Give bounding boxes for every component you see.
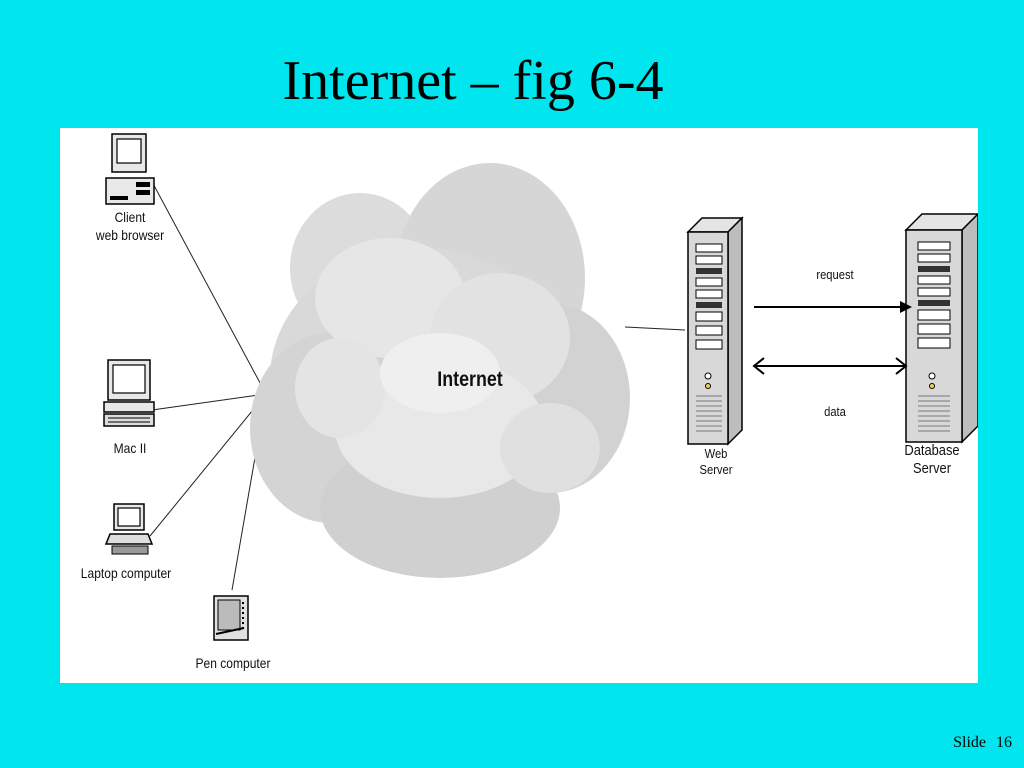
client-label: Client web browser bbox=[87, 208, 173, 244]
web-server-label-line1: Web bbox=[704, 446, 728, 461]
database-server-label: Database Server bbox=[894, 442, 970, 478]
client-label-line1: Client bbox=[114, 209, 146, 225]
data-arrow bbox=[752, 357, 908, 375]
slide-footer-label: Slide bbox=[953, 734, 986, 751]
line-client bbox=[149, 177, 267, 395]
diagram-panel: Internet Client web browser Mac II Lapto… bbox=[60, 128, 978, 683]
mac-computer-icon bbox=[103, 359, 155, 427]
line-laptop bbox=[149, 393, 267, 537]
laptop-computer-icon bbox=[104, 503, 154, 555]
web-server-label-line2: Server bbox=[699, 462, 733, 477]
data-label: data bbox=[824, 404, 846, 419]
web-server-icon bbox=[686, 216, 744, 446]
network-diagram bbox=[103, 133, 978, 641]
internet-cloud-icon bbox=[250, 163, 630, 578]
database-server-label-line1: Database bbox=[904, 442, 960, 459]
database-server-icon bbox=[904, 212, 978, 444]
internet-label: Internet bbox=[437, 368, 503, 391]
slide-footer: Slide 16 bbox=[953, 734, 1012, 752]
line-mac bbox=[151, 393, 267, 411]
slide-title: Internet – fig 6-4 bbox=[282, 50, 664, 112]
laptop-label: Laptop computer bbox=[80, 565, 172, 581]
desktop-computer-icon bbox=[105, 133, 155, 205]
pen-computer-label: Pen computer bbox=[195, 655, 271, 671]
slide-number: 16 bbox=[996, 734, 1012, 751]
database-server-label-line2: Server bbox=[912, 460, 952, 477]
request-arrow bbox=[754, 301, 912, 313]
request-label: request bbox=[816, 267, 854, 282]
client-label-line2: web browser bbox=[95, 227, 165, 243]
line-cloud-webserver bbox=[624, 326, 686, 331]
mac-label: Mac II bbox=[113, 440, 147, 456]
pen-computer-icon bbox=[213, 595, 249, 641]
web-server-label: Web Server bbox=[682, 446, 751, 478]
